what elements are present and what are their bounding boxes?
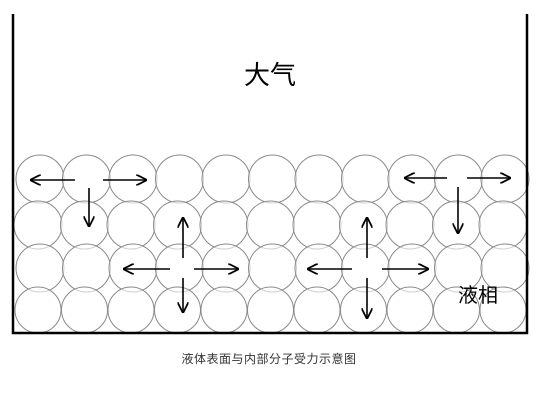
molecule <box>106 200 156 250</box>
container-walls <box>11 14 529 335</box>
molecule <box>387 154 437 204</box>
molecule <box>293 286 341 334</box>
molecule <box>387 243 437 293</box>
force-group-surface-right <box>405 178 510 233</box>
molecule <box>248 154 297 204</box>
molecule <box>201 243 251 293</box>
molecule <box>62 243 111 293</box>
molecule <box>108 154 158 204</box>
molecule <box>153 200 202 250</box>
molecule <box>13 200 63 250</box>
molecule <box>60 200 109 250</box>
molecule <box>155 243 204 293</box>
molecule <box>292 200 342 250</box>
molecule <box>294 243 344 293</box>
molecule <box>386 286 434 334</box>
molecule <box>154 286 201 334</box>
molecule <box>15 154 65 204</box>
molecule <box>15 243 65 293</box>
molecule <box>294 154 344 204</box>
molecule <box>340 286 387 334</box>
molecule <box>246 200 295 250</box>
molecule <box>62 154 111 204</box>
atmosphere-label: 大气 <box>244 61 296 91</box>
molecule <box>200 286 248 334</box>
force-group-surface-left <box>31 180 146 226</box>
molecule <box>155 154 204 204</box>
figure-caption: 液体表面与内部分子受力示意图 <box>181 352 357 366</box>
molecule <box>14 286 62 334</box>
molecule <box>385 200 435 250</box>
molecule <box>61 286 108 334</box>
molecule <box>478 200 528 250</box>
molecule <box>201 154 251 204</box>
force-group-interior-left <box>124 218 238 312</box>
molecule <box>341 154 390 204</box>
force-group-interior-right <box>308 218 428 318</box>
molecule <box>108 243 158 293</box>
molecule <box>248 243 297 293</box>
molecule <box>339 200 388 250</box>
molecule <box>247 286 294 334</box>
molecule <box>199 200 249 250</box>
molecule-grid <box>13 154 530 334</box>
molecule <box>107 286 155 334</box>
molecule <box>480 154 530 204</box>
liquid-phase-label: 液相 <box>458 283 498 307</box>
molecule <box>341 243 390 293</box>
molecule <box>432 200 481 250</box>
